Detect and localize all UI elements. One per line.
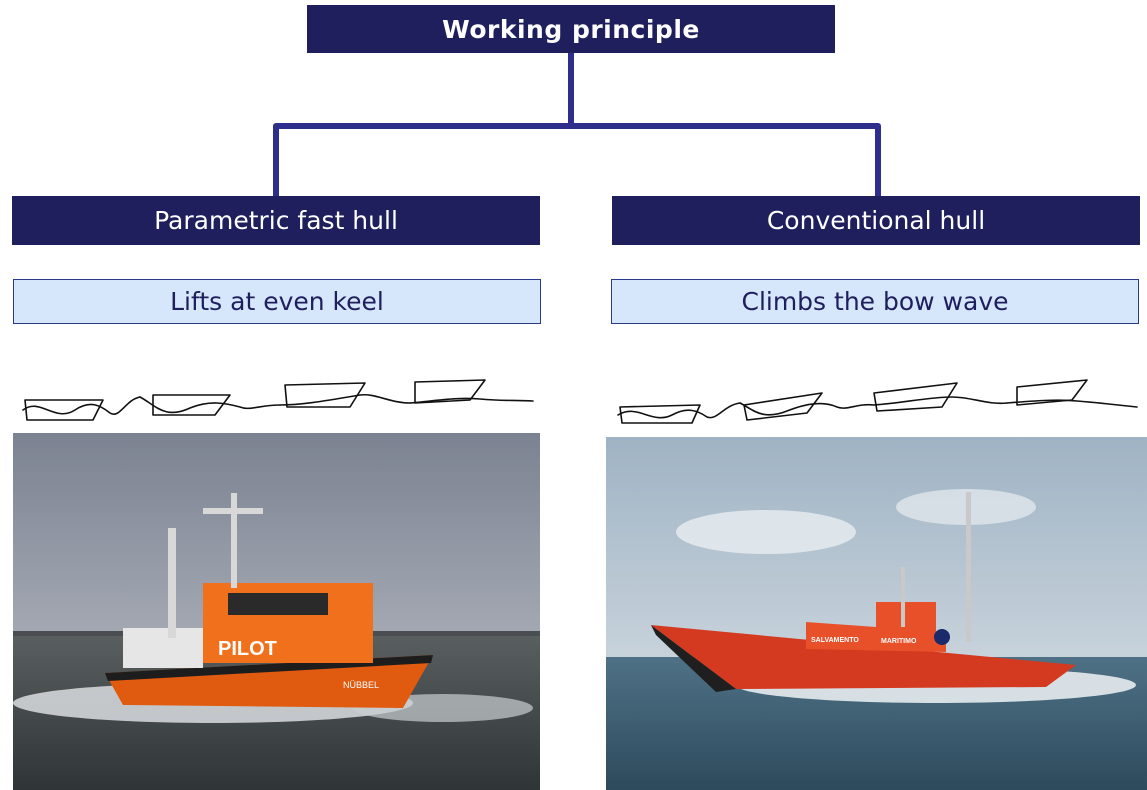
root-node: Working principle: [307, 5, 835, 53]
svg-text:MARITIMO: MARITIMO: [881, 638, 917, 645]
photo-rescue-boat: SALVAMENTO MARITIMO: [606, 437, 1147, 790]
tree-connector: [273, 52, 881, 196]
branch-title: Conventional hull: [766, 206, 986, 235]
svg-text:SALVAMENTO: SALVAMENTO: [811, 637, 859, 644]
branch-title: Parametric fast hull: [154, 206, 398, 235]
description-text: Climbs the bow wave: [741, 287, 1009, 316]
photo-pilot-boat: PILOT NÜBBEL: [13, 433, 540, 790]
svg-text:NÜBBEL: NÜBBEL: [343, 680, 379, 690]
svg-text:PILOT: PILOT: [218, 638, 277, 660]
description-parametric: Lifts at even keel: [13, 279, 541, 324]
branch-conventional-hull: Conventional hull: [612, 196, 1140, 245]
description-conventional: Climbs the bow wave: [611, 279, 1139, 324]
description-text: Lifts at even keel: [170, 287, 384, 316]
hull-sketch-even-keel: [22, 379, 534, 421]
branch-parametric-hull: Parametric fast hull: [12, 196, 540, 245]
root-label: Working principle: [442, 14, 700, 44]
hull-sketch-bow-wave: [617, 379, 1138, 424]
